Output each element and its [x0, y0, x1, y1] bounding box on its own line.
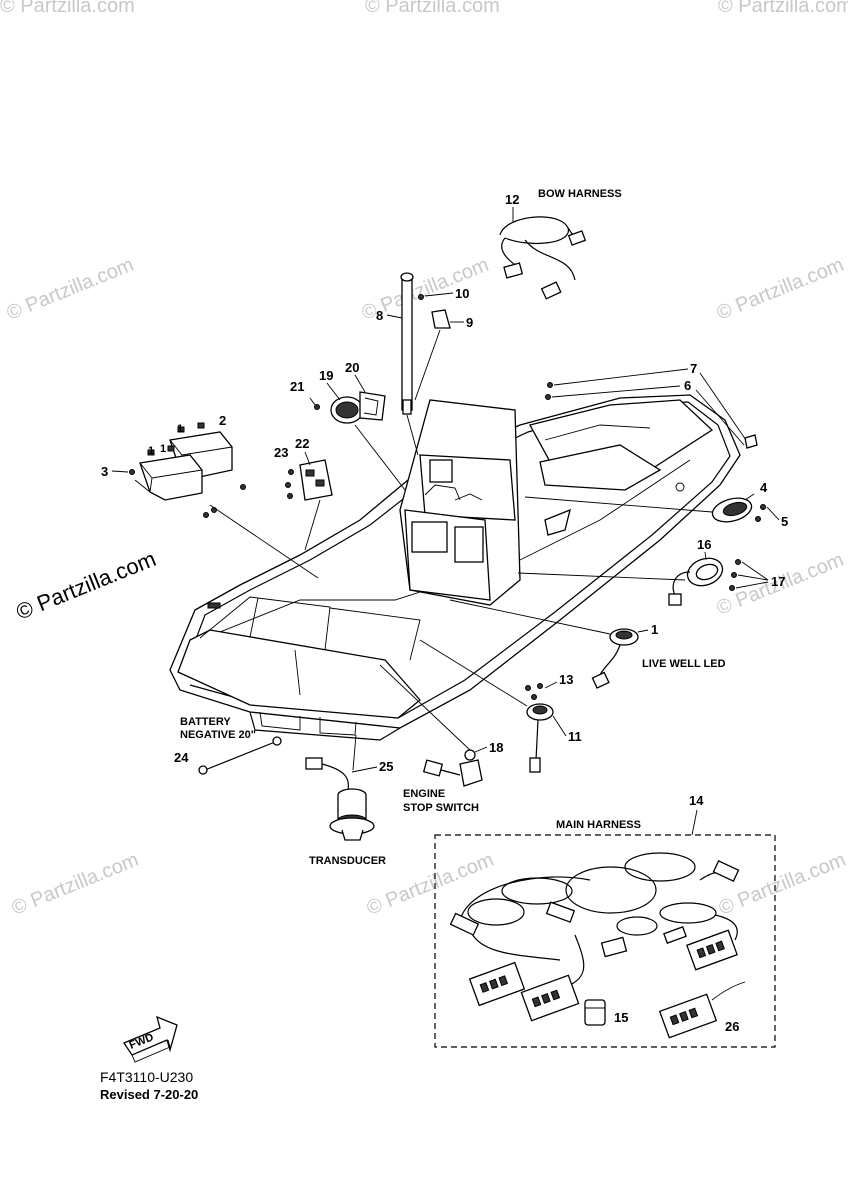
- switch-panel: 22 23: [274, 436, 333, 551]
- callout-12: 12: [505, 192, 519, 207]
- callout-14: 14: [689, 793, 704, 808]
- fwd-arrow-icon: FWD: [123, 1015, 178, 1063]
- vent-assembly: 4 5: [524, 480, 788, 529]
- callout-18: 18: [489, 740, 503, 755]
- callout-23: 23: [274, 445, 288, 460]
- watermark-top-right: © Partzilla.com: [718, 0, 848, 17]
- callout-8: 8: [376, 308, 383, 323]
- callout-15: 15: [614, 1010, 628, 1025]
- main-harness-group: MAIN HARNESS 14: [434, 793, 776, 1048]
- callout-24: 24: [174, 750, 189, 765]
- batteries: 2 3 1 1 1: [101, 413, 319, 579]
- callout-21: 21: [290, 379, 304, 394]
- label-engine-line2: STOP SWITCH: [403, 802, 479, 814]
- watermark-top-left: © Partzilla.com: [0, 0, 135, 17]
- boat-hull: [169, 394, 741, 741]
- callout-3: 3: [101, 464, 108, 479]
- callout-25: 25: [379, 759, 393, 774]
- callout-16: 16: [697, 537, 711, 552]
- live-well-led: 1 LIVE WELL LED: [449, 599, 726, 689]
- callout-1: 1: [651, 622, 658, 637]
- label-battery-line2: NEGATIVE 20": [180, 729, 256, 741]
- callout-2: 2: [219, 413, 226, 428]
- speaker-assembly: 21 19 20: [290, 360, 406, 491]
- callout-6: 6: [684, 378, 691, 393]
- label-bow-harness: BOW HARNESS: [538, 188, 622, 200]
- callout-5: 5: [781, 514, 788, 529]
- battery-negative-cable: 24 BATTERY NEGATIVE 20": [174, 716, 282, 775]
- callout-13: 13: [559, 672, 573, 687]
- bow-harness: 12 BOW HARNESS: [499, 188, 622, 300]
- callout-9: 9: [466, 315, 473, 330]
- callout-26: 26: [725, 1019, 739, 1034]
- callout-19: 19: [319, 368, 333, 383]
- callout-4: 4: [760, 480, 768, 495]
- label-transducer: TRANSDUCER: [309, 855, 386, 867]
- watermark-left-dark: © Partzilla.com: [13, 546, 160, 625]
- callout-20: 20: [345, 360, 359, 375]
- watermark-left-1: © Partzilla.com: [4, 254, 137, 325]
- watermark-left-3: © Partzilla.com: [9, 849, 142, 920]
- callout-10: 10: [455, 286, 469, 301]
- watermark-top-center: © Partzilla.com: [365, 0, 500, 17]
- callout-battery-1c: 1: [160, 443, 166, 455]
- callout-7: 7: [690, 361, 697, 376]
- watermark-right-3: © Partzilla.com: [716, 849, 848, 920]
- antenna-assembly: 8 9 10: [376, 272, 473, 456]
- revised-date: Revised 7-20-20: [100, 1087, 199, 1102]
- callout-17: 17: [771, 574, 785, 589]
- callout-11: 11: [568, 729, 582, 744]
- diagram-code: F4T3110-U230: [100, 1069, 194, 1085]
- fitting-11-13: 13 11: [419, 639, 582, 773]
- courtesy-light: 16 17: [517, 537, 785, 606]
- label-main-harness: MAIN HARNESS: [556, 819, 641, 831]
- label-live-well-led: LIVE WELL LED: [642, 658, 726, 670]
- callout-battery-1b: 1: [148, 445, 154, 457]
- engine-stop-switch: 18 ENGINE STOP SWITCH: [379, 664, 503, 814]
- callout-battery-1a: 1: [177, 423, 183, 435]
- fastener-6-7: 7 6: [545, 361, 758, 449]
- label-battery-line1: BATTERY: [180, 716, 231, 728]
- watermark-right-1: © Partzilla.com: [714, 254, 847, 325]
- callout-22: 22: [295, 436, 309, 451]
- transducer: 25 TRANSDUCER: [305, 734, 393, 867]
- label-engine-line1: ENGINE: [403, 788, 445, 800]
